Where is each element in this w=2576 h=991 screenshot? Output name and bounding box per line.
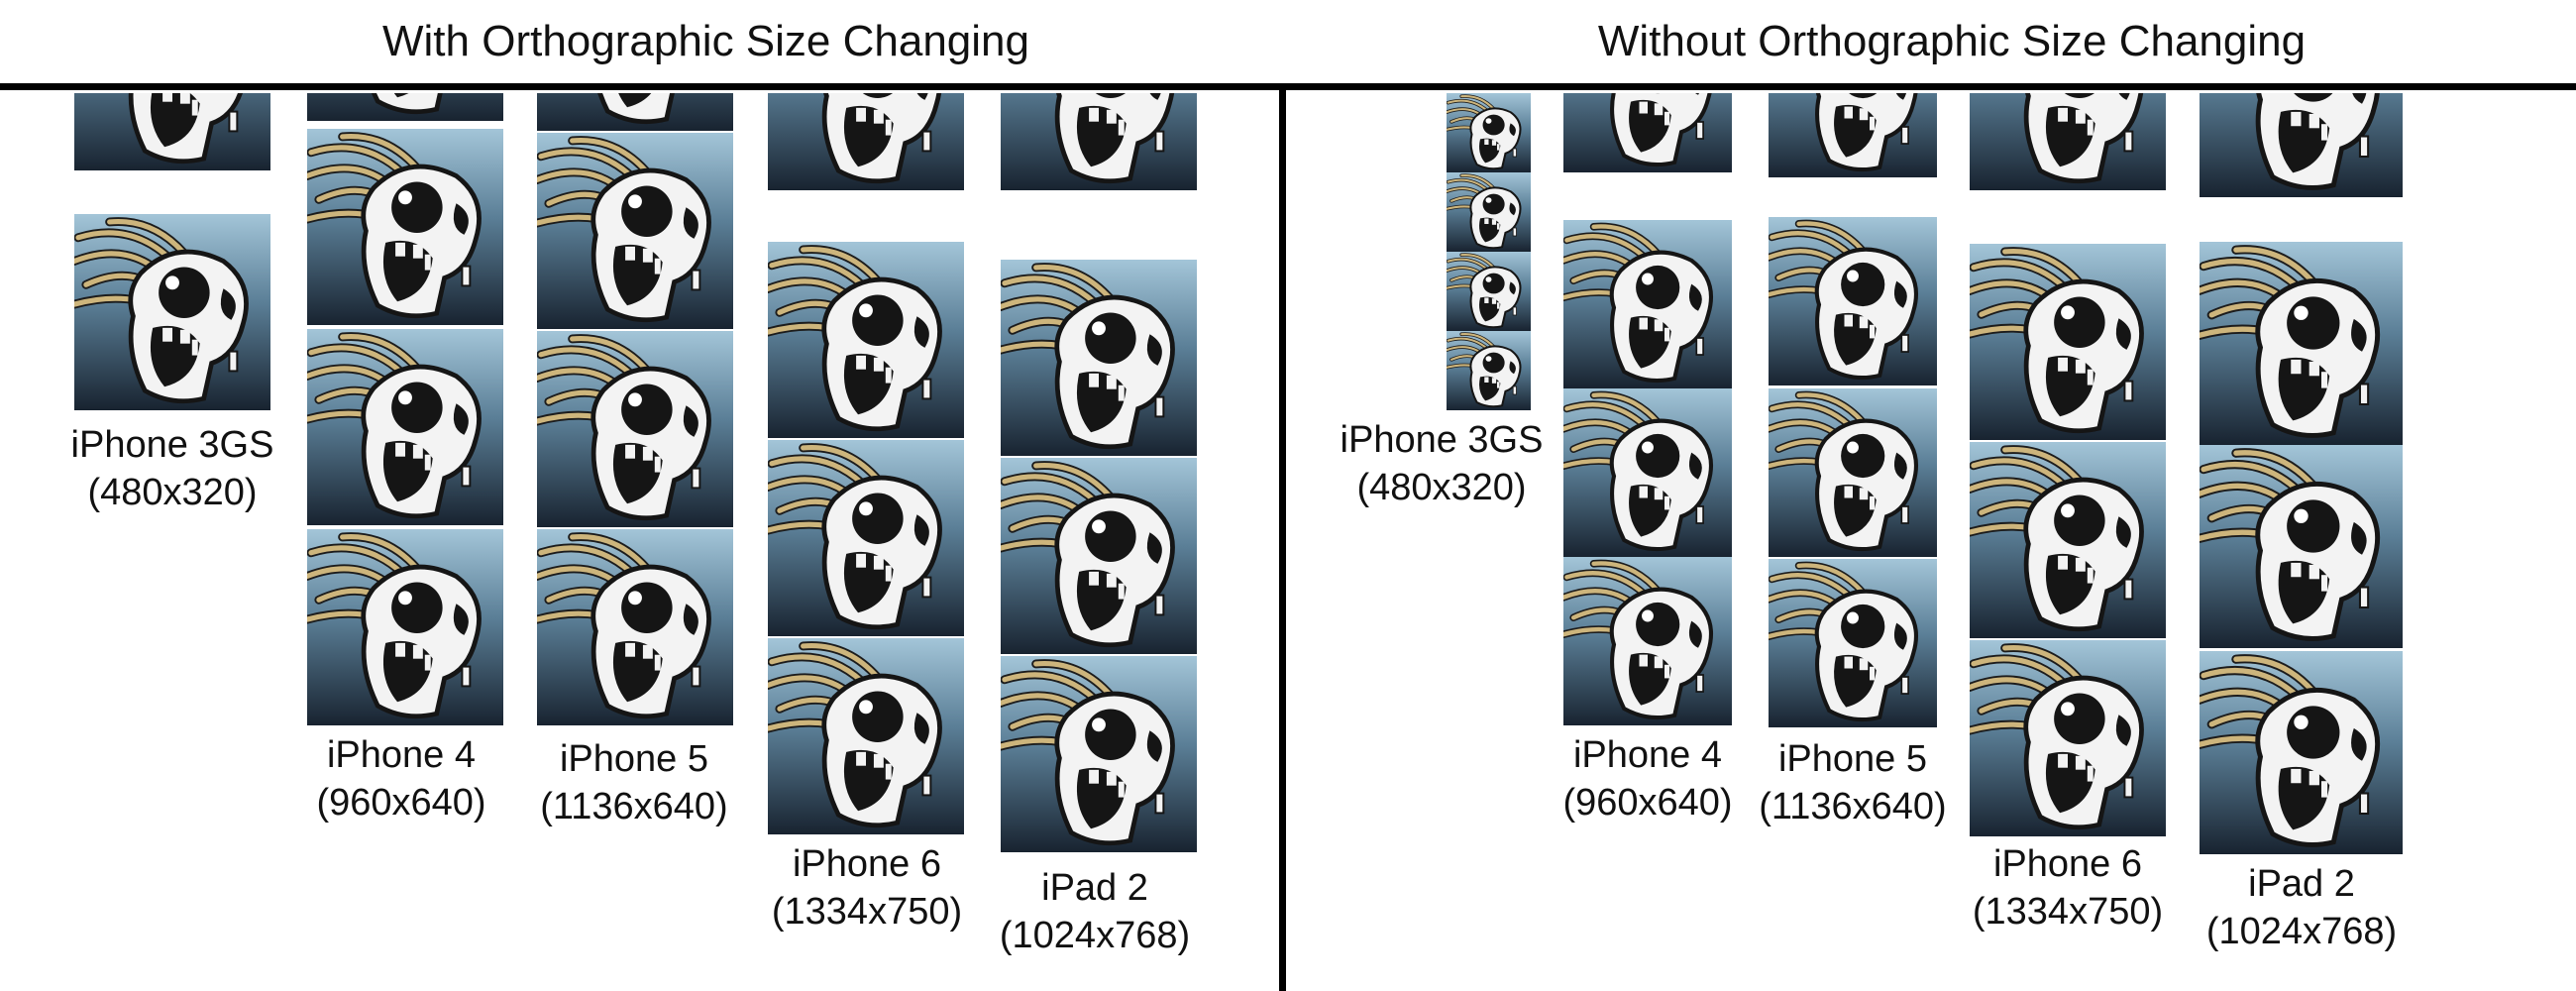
device-name: iPhone 3GS bbox=[70, 424, 274, 466]
skull-creature-icon bbox=[1563, 93, 1732, 172]
skull-creature-icon bbox=[768, 93, 964, 190]
device-label-iphone3gs-left: iPhone 3GS (480x320) bbox=[39, 421, 306, 516]
skull-creature-icon bbox=[1970, 93, 2166, 190]
skull-creature-icon bbox=[1001, 458, 1197, 654]
device-label-ipad2-right: iPad 2 (1024x768) bbox=[2158, 860, 2445, 955]
skull-creature-icon bbox=[1001, 656, 1197, 852]
header-divider bbox=[0, 83, 2576, 90]
skull-creature-icon bbox=[307, 529, 503, 725]
device-name: iPhone 5 bbox=[559, 738, 708, 780]
skull-creature-icon bbox=[537, 331, 733, 527]
device-resolution: (480x320) bbox=[1356, 467, 1527, 508]
skull-creature-icon bbox=[768, 638, 964, 834]
tile-column-iphone6-right bbox=[1970, 93, 2166, 836]
skull-creature-icon bbox=[1001, 260, 1197, 456]
device-label-iphone4-left: iPhone 4 (960x640) bbox=[268, 731, 535, 826]
tile-column-iphone3gs-right bbox=[1447, 93, 1531, 410]
skull-creature-icon bbox=[1769, 388, 1937, 557]
device-resolution: (960x640) bbox=[316, 782, 486, 824]
skull-creature-icon bbox=[74, 214, 270, 410]
device-resolution: (480x320) bbox=[87, 472, 258, 513]
skull-creature-icon bbox=[1563, 220, 1732, 388]
tile-column-ipad2-left bbox=[1001, 93, 1197, 854]
device-label-iphone5-left: iPhone 5 (1136x640) bbox=[495, 735, 773, 830]
device-resolution: (1334x750) bbox=[1972, 891, 2164, 933]
skull-creature-icon bbox=[307, 329, 503, 525]
device-name: iPhone 4 bbox=[326, 734, 476, 776]
skull-creature-icon bbox=[1447, 93, 1531, 172]
skull-creature-icon bbox=[537, 529, 733, 725]
device-label-iphone6-left: iPhone 6 (1334x750) bbox=[723, 840, 1011, 936]
panel-divider bbox=[1279, 89, 1286, 991]
device-label-iphone6-right: iPhone 6 (1334x750) bbox=[1924, 840, 2211, 936]
device-name: iPhone 6 bbox=[792, 843, 941, 885]
device-label-iphone3gs-right: iPhone 3GS (480x320) bbox=[1308, 416, 1575, 511]
skull-creature-icon bbox=[1447, 252, 1531, 331]
heading-without-ortho: Without Orthographic Size Changing bbox=[1597, 17, 2307, 65]
tile-column-iphone4-left bbox=[307, 93, 503, 727]
device-name: iPad 2 bbox=[1041, 867, 1148, 909]
device-resolution: (1136x640) bbox=[540, 786, 728, 827]
device-name: iPad 2 bbox=[2248, 863, 2355, 905]
skull-creature-icon bbox=[1970, 244, 2166, 440]
skull-creature-icon bbox=[1769, 93, 1937, 177]
skull-creature-icon bbox=[307, 129, 503, 325]
skull-creature-icon bbox=[2200, 445, 2403, 648]
skull-creature-icon bbox=[1769, 559, 1937, 727]
device-name: iPhone 3GS bbox=[1340, 419, 1544, 461]
device-name: iPhone 4 bbox=[1572, 734, 1722, 776]
skull-creature-icon bbox=[537, 93, 733, 131]
device-resolution: (960x640) bbox=[1562, 782, 1733, 824]
device-label-iphone5-right: iPhone 5 (1136x640) bbox=[1714, 735, 1991, 830]
skull-creature-icon bbox=[1970, 442, 2166, 638]
skull-creature-icon bbox=[1769, 217, 1937, 385]
tile-column-ipad2-right bbox=[2200, 93, 2403, 854]
skull-creature-icon bbox=[2200, 93, 2403, 197]
skull-creature-icon bbox=[1447, 172, 1531, 252]
tile-column-iphone4-right bbox=[1563, 93, 1732, 727]
tile-column-iphone6-left bbox=[768, 93, 964, 836]
skull-creature-icon bbox=[1970, 640, 2166, 836]
device-name: iPhone 5 bbox=[1777, 738, 1927, 780]
skull-creature-icon bbox=[1563, 557, 1732, 725]
skull-creature-icon bbox=[1001, 93, 1197, 190]
skull-creature-icon bbox=[1563, 388, 1732, 557]
device-resolution: (1136x640) bbox=[1759, 786, 1947, 827]
device-resolution: (1024x768) bbox=[2205, 911, 2398, 952]
device-label-ipad2-left: iPad 2 (1024x768) bbox=[951, 864, 1238, 959]
tile-column-iphone5-left bbox=[537, 93, 733, 727]
skull-creature-icon bbox=[768, 440, 964, 636]
skull-creature-icon bbox=[307, 93, 503, 121]
skull-creature-icon bbox=[1447, 331, 1531, 410]
skull-creature-icon bbox=[537, 133, 733, 329]
heading-with-ortho: With Orthographic Size Changing bbox=[382, 17, 1029, 65]
device-resolution: (1024x768) bbox=[999, 915, 1191, 956]
skull-creature-icon bbox=[74, 93, 270, 170]
skull-creature-icon bbox=[2200, 242, 2403, 445]
skull-creature-icon bbox=[768, 242, 964, 438]
skull-creature-icon bbox=[2200, 651, 2403, 854]
device-name: iPhone 6 bbox=[1992, 843, 2142, 885]
device-label-iphone4-right: iPhone 4 (960x640) bbox=[1514, 731, 1781, 826]
device-resolution: (1334x750) bbox=[771, 891, 963, 933]
tile-column-iphone3gs-left bbox=[74, 93, 270, 410]
tile-column-iphone5-right bbox=[1769, 93, 1937, 727]
